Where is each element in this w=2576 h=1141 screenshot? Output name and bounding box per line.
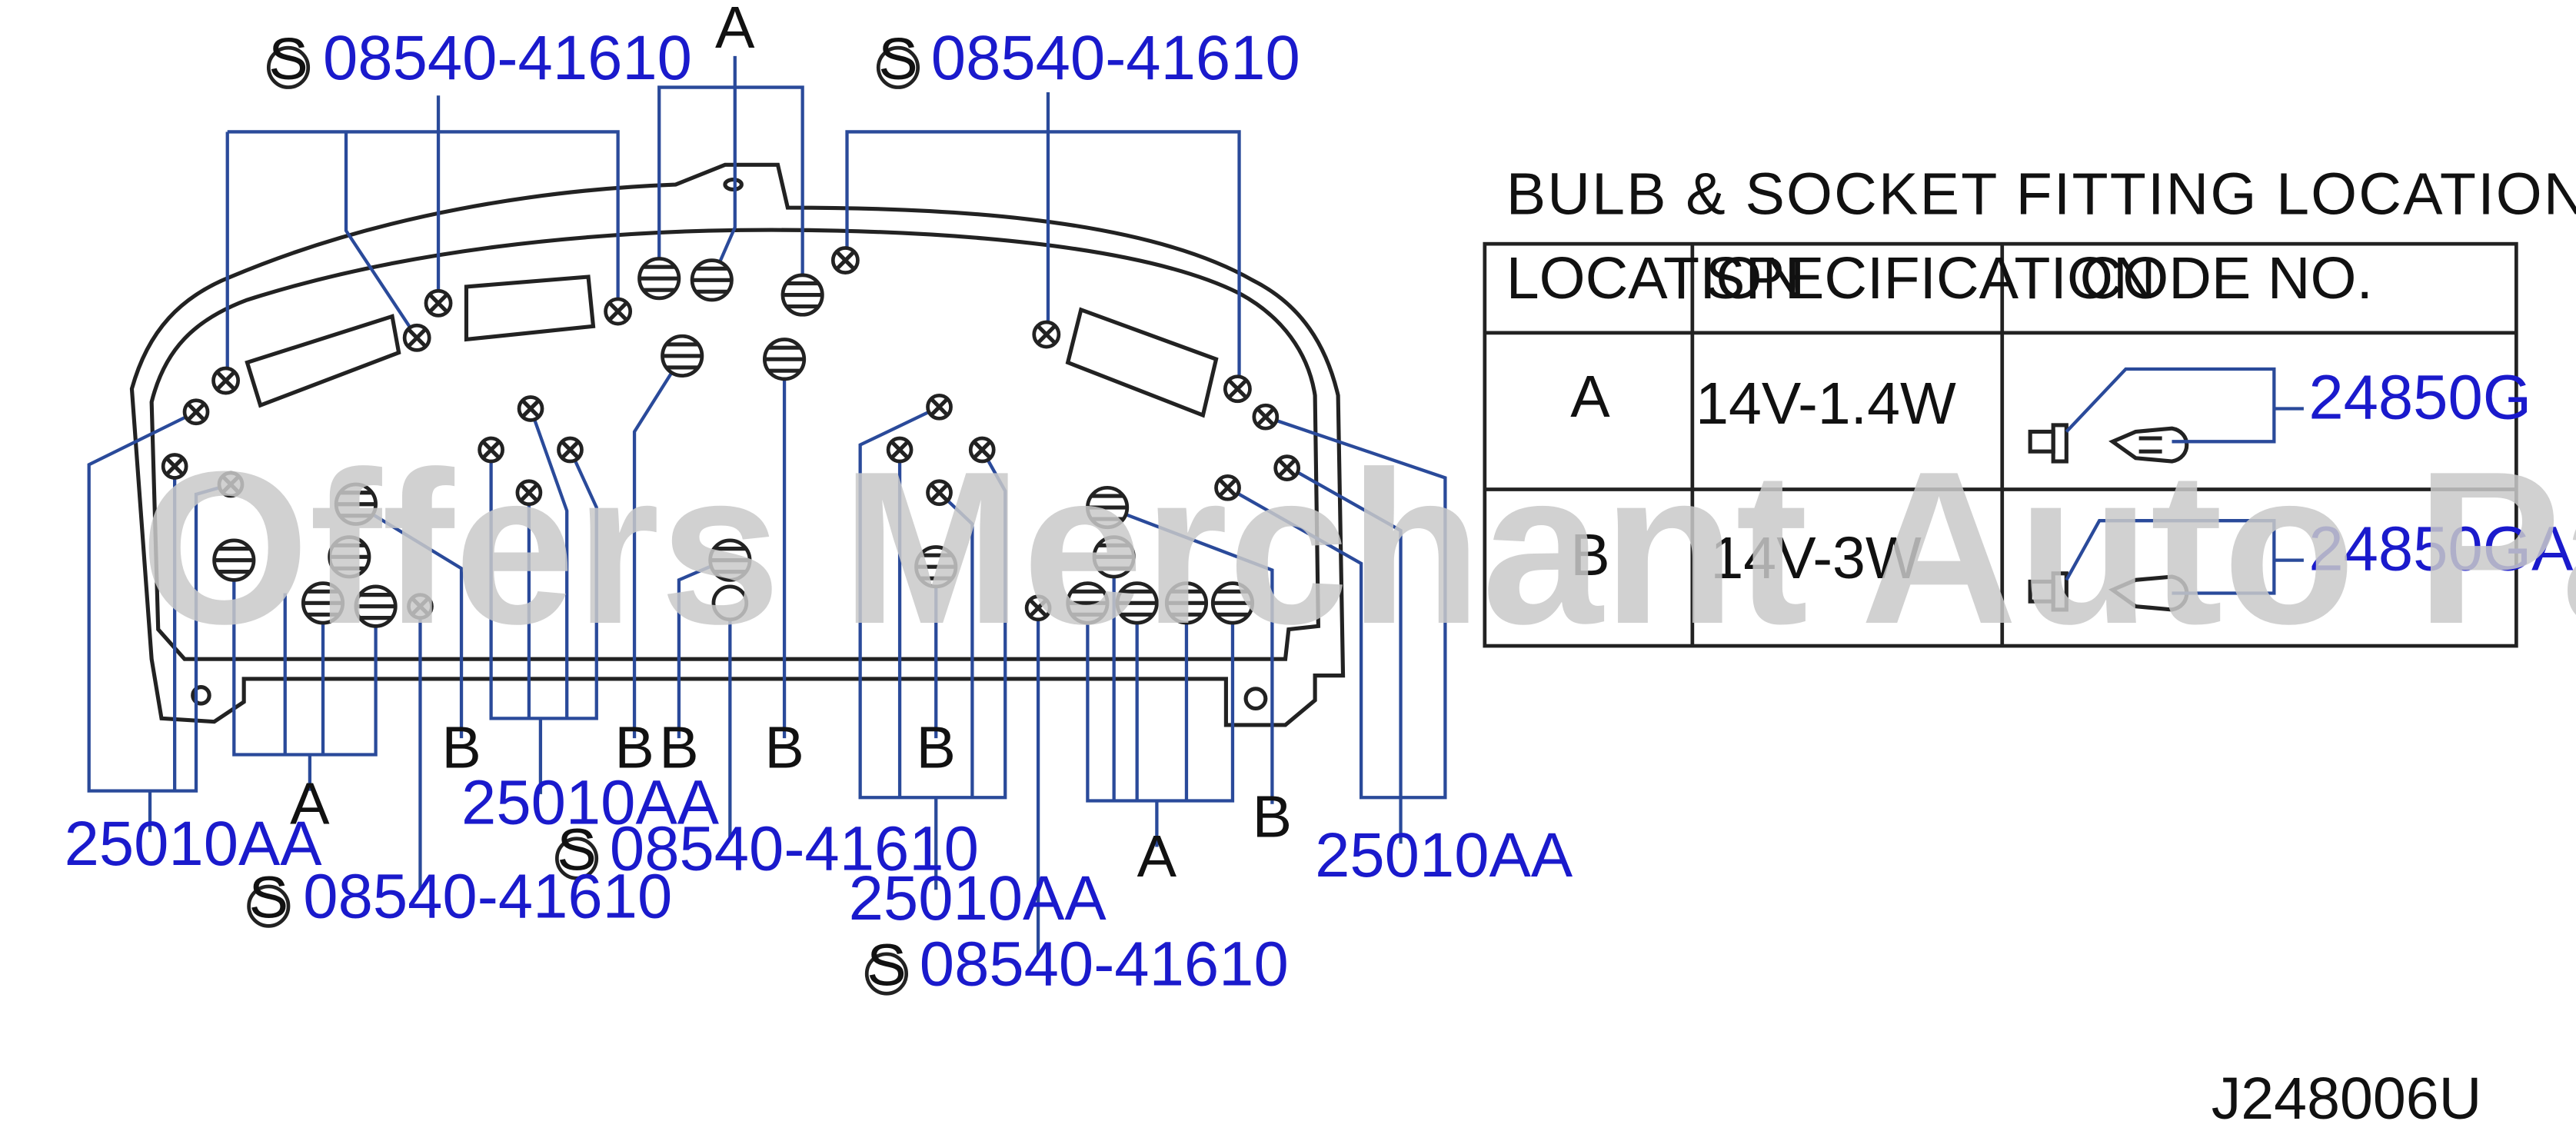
diagram-id: J248006U xyxy=(2212,1066,2482,1132)
socket-x xyxy=(161,246,1301,622)
housing-outer xyxy=(129,162,1346,727)
location-letter-b-4: B xyxy=(764,715,804,781)
location-letter-a-right: A xyxy=(1137,823,1177,890)
callout-s-mid: S 08540-41610 xyxy=(554,814,979,884)
part-ref-24850g: 24850G xyxy=(2308,362,2531,432)
gauge-window-3 xyxy=(1065,307,1219,418)
part-ref-08540-41610-c: 08540-41610 xyxy=(610,814,979,884)
s-symbol-2: S xyxy=(878,26,917,92)
s-symbol-4: S xyxy=(249,865,288,931)
socket-bar xyxy=(212,257,1255,628)
part-ref-25010aa-center-left: 25010AA xyxy=(461,768,720,838)
part-ref-25010aa-center-right: 25010AA xyxy=(849,863,1107,933)
cluster-housing xyxy=(129,162,1346,727)
location-letter-a-left: A xyxy=(290,771,330,837)
row-a-spec: 14V-1.4W xyxy=(1696,371,1956,437)
leader-lines xyxy=(87,55,1447,956)
callout-s-bottom-left: S 08540-41610 xyxy=(247,862,672,932)
callout-s-top-left: S 08540-41610 xyxy=(266,23,692,93)
location-letter-b-1: B xyxy=(441,715,481,781)
part-ref-25010aa-left: 25010AA xyxy=(65,809,323,879)
header-location: LOCATION xyxy=(1506,245,1806,311)
table-title: BULB & SOCKET FITTING LOCATION xyxy=(1506,161,2576,228)
location-letter-b-2: B xyxy=(614,715,654,781)
row-b-spec: 14V-3W xyxy=(1710,525,1922,591)
gauge-window-1 xyxy=(245,314,401,408)
watermark-text: Offers Merchant Auto Parts Catalog PARTS… xyxy=(140,426,2576,670)
part-ref-08540-41610-d: 08540-41610 xyxy=(303,862,672,932)
housing-hole-right xyxy=(1243,687,1268,711)
header-code-no: CODE NO. xyxy=(2080,245,2373,311)
housing-mount-hole xyxy=(723,178,744,192)
location-letter-b-3: B xyxy=(659,715,698,781)
part-ref-25010aa-right: 25010AA xyxy=(1315,820,1573,890)
header-specification: SPECIFICATION xyxy=(1706,245,2156,311)
part-ref-08540-41610-e: 08540-41610 xyxy=(920,930,1289,1000)
gauge-window-2 xyxy=(464,274,596,342)
bulb-icon-a xyxy=(2028,423,2189,464)
part-ref-08540-41610-b: 08540-41610 xyxy=(931,23,1300,93)
s-symbol-1: S xyxy=(268,26,308,92)
location-letter-b-5: B xyxy=(916,715,955,781)
sockets xyxy=(161,246,1301,628)
housing-hole-left xyxy=(191,685,211,706)
location-letter-b-6: B xyxy=(1253,784,1292,850)
housing-inner xyxy=(149,228,1321,661)
row-b-location: B xyxy=(1570,522,1609,588)
s-symbol-5: S xyxy=(867,933,906,999)
callout-s-top-right: S 08540-41610 xyxy=(876,23,1300,93)
part-ref-08540-41610-a: 08540-41610 xyxy=(323,23,692,93)
callout-s-bottom-mid: S 08540-41610 xyxy=(864,930,1289,1000)
row-a-location: A xyxy=(1570,364,1610,430)
part-ref-24850ga: 24850GA xyxy=(2308,514,2574,584)
location-letter-a-top: A xyxy=(715,0,755,61)
s-symbol-3: S xyxy=(557,817,596,883)
bulb-socket-table: BULB & SOCKET FITTING LOCATION LOCATION … xyxy=(1483,161,2576,648)
